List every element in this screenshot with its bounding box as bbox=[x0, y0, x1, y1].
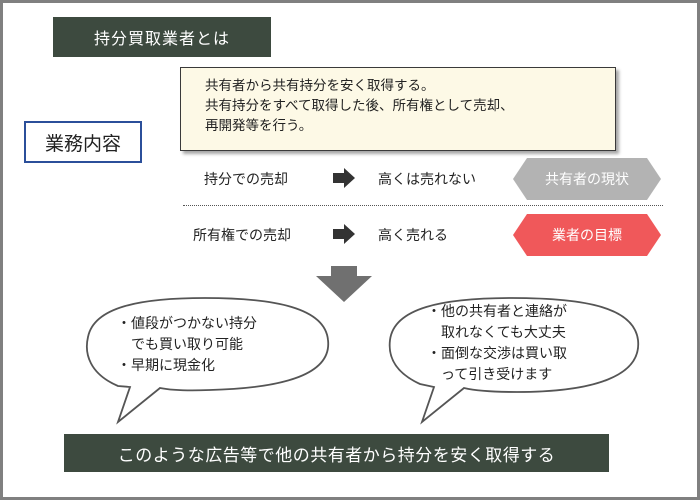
status-tag-current: 共有者の現状 bbox=[513, 158, 661, 200]
bubble-line: ・面倒な交渉は買い取 bbox=[427, 346, 567, 362]
title-text: 持分買取業者とは bbox=[93, 29, 230, 48]
speech-bubble-right bbox=[388, 297, 639, 425]
status-tag-current-label: 共有者の現状 bbox=[545, 172, 629, 188]
bubble-line: って引き受けます bbox=[427, 367, 553, 383]
row-result-shares: 高くは売れない bbox=[378, 172, 476, 188]
bubble-line: ・早期に現金化 bbox=[117, 358, 215, 374]
row-method-shares: 持分での売却 bbox=[204, 172, 288, 188]
description-line: 共有持分をすべて取得した後、所有権として売却、 bbox=[205, 98, 514, 114]
summary-text: このような広告等で他の共有者から持分を安く取得する bbox=[117, 445, 556, 466]
status-tag-goal: 業者の目標 bbox=[513, 214, 661, 256]
bubble-line: 取れなくても大丈夫 bbox=[427, 325, 566, 341]
bubble-line: でも買い取り可能 bbox=[117, 337, 243, 353]
speech-bubble-left-text: ・値段がつかない持分 でも買い取り可能 ・早期に現金化 bbox=[117, 314, 257, 377]
bubble-line: ・値段がつかない持分 bbox=[117, 316, 257, 332]
description-line: 再開発等を行う。 bbox=[205, 118, 313, 134]
description-line: 共有者から共有持分を安く取得する。 bbox=[205, 78, 435, 94]
row-method-ownership: 所有権での売却 bbox=[193, 228, 291, 244]
divider bbox=[183, 205, 663, 206]
section-label-text: 業務内容 bbox=[44, 132, 121, 155]
speech-bubble-left bbox=[86, 297, 329, 425]
section-label: 業務内容 bbox=[24, 121, 142, 163]
down-arrow-icon bbox=[316, 266, 372, 302]
speech-bubble-right-text: ・他の共有者と連絡が 取れなくても大丈夫 ・面倒な交渉は買い取 って引き受けます bbox=[427, 302, 567, 386]
row-result-ownership: 高く売れる bbox=[378, 228, 448, 244]
status-tag-goal-label: 業者の目標 bbox=[552, 228, 622, 244]
summary-banner: このような広告等で他の共有者から持分を安く取得する bbox=[64, 434, 609, 472]
right-arrow-icon bbox=[333, 224, 355, 244]
description-note: 共有者から共有持分を安く取得する。 共有持分をすべて取得した後、所有権として売却… bbox=[180, 67, 616, 151]
title-box: 持分買取業者とは bbox=[53, 17, 271, 57]
right-arrow-icon bbox=[333, 168, 355, 188]
bubble-line: ・他の共有者と連絡が bbox=[427, 304, 567, 320]
